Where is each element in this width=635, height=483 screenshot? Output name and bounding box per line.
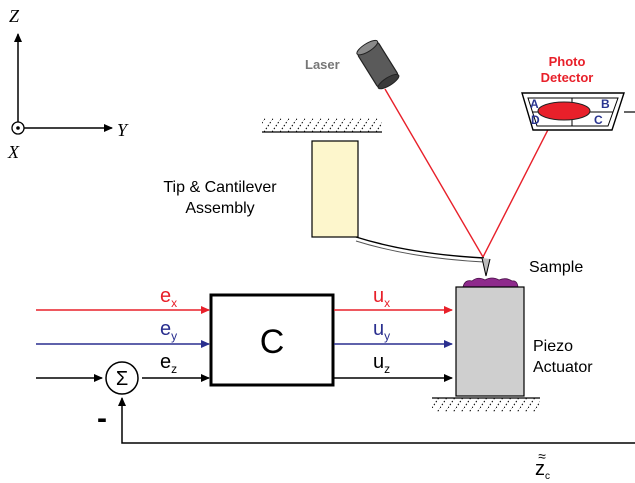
- cantilever-label-line2: Assembly: [185, 200, 254, 217]
- coordinate-axes: Z Y X: [7, 6, 129, 162]
- feedback-accent: ≈: [538, 448, 546, 464]
- output-uz-label: uz: [373, 351, 390, 376]
- piezo-label-line1: Piezo: [533, 338, 573, 355]
- piezo-label-line2: Actuator: [533, 359, 593, 376]
- laser-beam: [384, 88, 556, 258]
- laser-label: Laser: [305, 57, 340, 72]
- z-axis-label: Z: [9, 6, 20, 26]
- minus-sign: -: [97, 402, 107, 435]
- cantilever-beam: [355, 236, 485, 259]
- controller-label: C: [260, 323, 285, 361]
- cantilever-block: [311, 140, 359, 238]
- sample-label: Sample: [529, 259, 583, 276]
- piezo-body: [455, 286, 525, 397]
- photo-detector-title-line1: Photo: [549, 54, 586, 69]
- controller-block: C: [209, 293, 335, 387]
- photo-detector: Photo Detector A B C D: [521, 54, 635, 131]
- sample: [462, 277, 519, 288]
- cantilever-tip: [481, 257, 491, 277]
- sum-symbol: Σ: [116, 368, 128, 390]
- feedback-label: zc: [535, 458, 550, 482]
- detector-spot-icon: [537, 101, 591, 121]
- output-signals: ux uy uz: [334, 285, 453, 382]
- x-axis-label: X: [7, 142, 20, 162]
- quadrant-b: B: [601, 97, 610, 111]
- laser: Laser: [305, 39, 400, 90]
- y-axis-label: Y: [117, 120, 129, 140]
- quadrant-d: D: [531, 113, 540, 127]
- piezo-actuator: Sample Piezo Actuator: [432, 259, 593, 412]
- photo-detector-title-line2: Detector: [541, 70, 594, 85]
- output-ux-label: ux: [373, 285, 390, 310]
- summing-junction: Σ -: [97, 361, 139, 435]
- cantilever-assembly: Tip & Cantilever Assembly: [163, 118, 491, 277]
- output-uy-label: uy: [373, 318, 390, 343]
- cantilever-label-line1: Tip & Cantilever: [163, 179, 277, 196]
- input-ey-label: ey: [160, 318, 177, 343]
- input-signals: ex ey ez: [36, 285, 210, 382]
- feedback-path: ≈ zc: [118, 397, 635, 482]
- quadrant-c: C: [594, 113, 603, 127]
- quadrant-a: A: [530, 97, 539, 111]
- mount-ground-hatch: [262, 118, 382, 132]
- input-ez-label: ez: [160, 351, 177, 376]
- piezo-ground-hatch: [432, 398, 540, 412]
- input-ex-label: ex: [160, 285, 177, 310]
